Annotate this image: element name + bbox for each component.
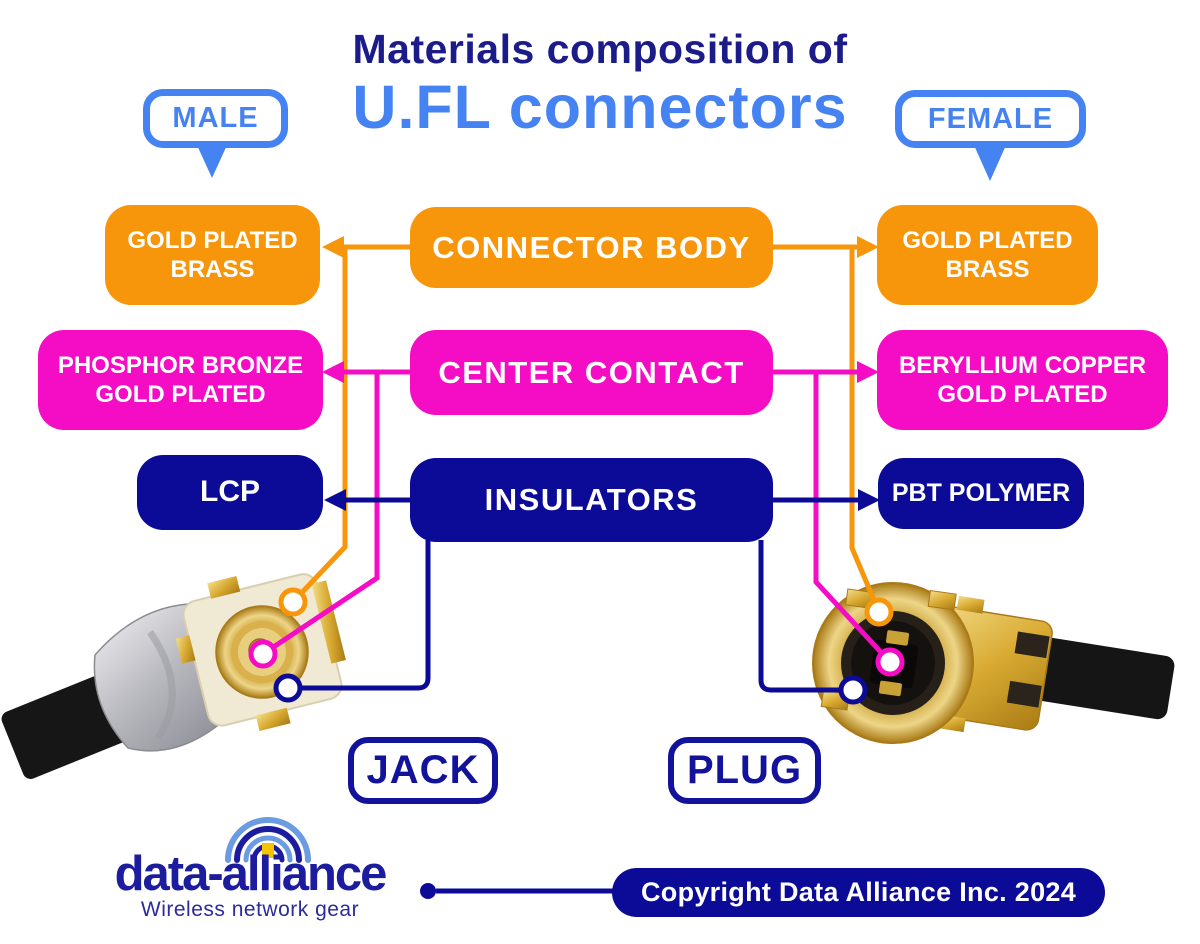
male-bubble-pointer [196,143,228,178]
male-insulator-material-box: LCP [137,455,323,530]
copyright-pill: Copyright Data Alliance Inc. 2024 [612,868,1105,917]
female-body-material-box: GOLD PLATED BRASS [877,205,1098,305]
connector-body-label: CONNECTOR BODY [432,229,751,265]
insulators-label: INSULATORS [484,482,699,518]
arrowhead-contact-left [322,361,344,383]
title-line2: U.FL connectors [352,73,848,141]
female-insulator-material-box: PBT POLYMER [878,458,1084,529]
logo-wordmark: data-alliance [114,847,388,901]
jack-label-text: JACK [366,748,480,792]
arrowhead-contact-right [857,361,879,383]
female-body-material-label: GOLD PLATED BRASS [902,226,1073,283]
male-contact-material-box: PHOSPHOR BRONZE GOLD PLATED [38,330,323,430]
male-bubble: MALE [143,89,288,148]
plug-label: PLUG [668,737,821,804]
male-contact-material-label: PHOSPHOR BRONZE GOLD PLATED [57,351,304,408]
female-bubble-label: FEMALE [927,102,1054,135]
plug-photo [812,582,1175,744]
insulators-box: INSULATORS [410,458,773,542]
female-insulator-material-label: PBT POLYMER [891,479,1071,508]
callout-circles [248,587,905,705]
male-bubble-label: MALE [172,102,259,134]
arrowhead-body-left [322,236,344,258]
jack-label: JACK [348,737,498,804]
female-bubble: FEMALE [895,90,1086,148]
center-contact-label: CENTER CONTACT [438,354,745,390]
title-line1: Materials composition of [352,26,848,72]
center-contact-lines [261,369,892,664]
insulators-lines [288,497,858,693]
male-body-material-box: GOLD PLATED BRASS [105,205,320,305]
center-contact-box: CENTER CONTACT [410,330,773,415]
wifi-arcs-icon [225,817,311,863]
plug-label-text: PLUG [686,748,803,792]
footer-connector-line [420,883,614,899]
connector-body-box: CONNECTOR BODY [410,207,773,288]
female-contact-material-box: BERYLLIUM COPPER GOLD PLATED [877,330,1168,430]
male-body-material-label: GOLD PLATED BRASS [127,226,298,283]
female-bubble-pointer [973,143,1007,181]
arrowhead-insulator-right [858,489,880,511]
arrowhead-insulator-left [324,489,346,511]
male-insulator-material-label: LCP [200,475,260,509]
connector-body-lines [291,244,882,613]
female-contact-material-label: BERYLLIUM COPPER GOLD PLATED [898,351,1147,408]
arrowhead-body-right [857,236,879,258]
logo-tagline: Wireless network gear [140,898,360,921]
